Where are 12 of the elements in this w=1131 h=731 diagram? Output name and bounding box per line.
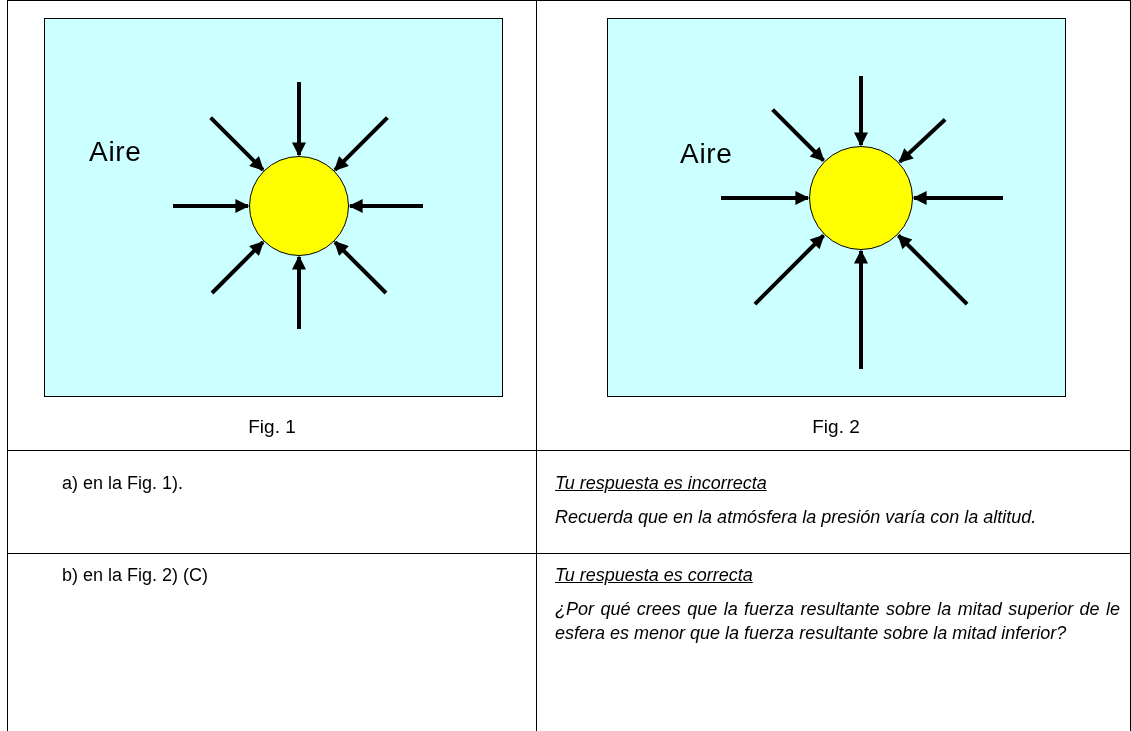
figure-caption: Fig. 1 <box>247 415 297 439</box>
answer-option-text: a) en la Fig. 1). <box>62 472 185 495</box>
medium-label: Aire <box>680 137 733 171</box>
medium-label: Aire <box>89 135 142 169</box>
feedback-text: ¿Por qué crees que la fuerza resultante sobre la mitad superior de le esfera es menor que la fuerza resultante sobre la mitad inferior? <box>555 598 1120 645</box>
feedback-text: Recuerda que en la atmósfera la presión varía con la altitud. <box>555 506 1038 529</box>
figure-caption: Fig. 2 <box>811 415 861 439</box>
air-panel <box>44 18 503 397</box>
air-panel <box>607 18 1066 397</box>
feedback-heading: Tu respuesta es incorrecta <box>555 472 768 495</box>
feedback-heading: Tu respuesta es correcta <box>555 564 754 587</box>
answer-option-text: b) en la Fig. 2) (C) <box>62 564 210 587</box>
